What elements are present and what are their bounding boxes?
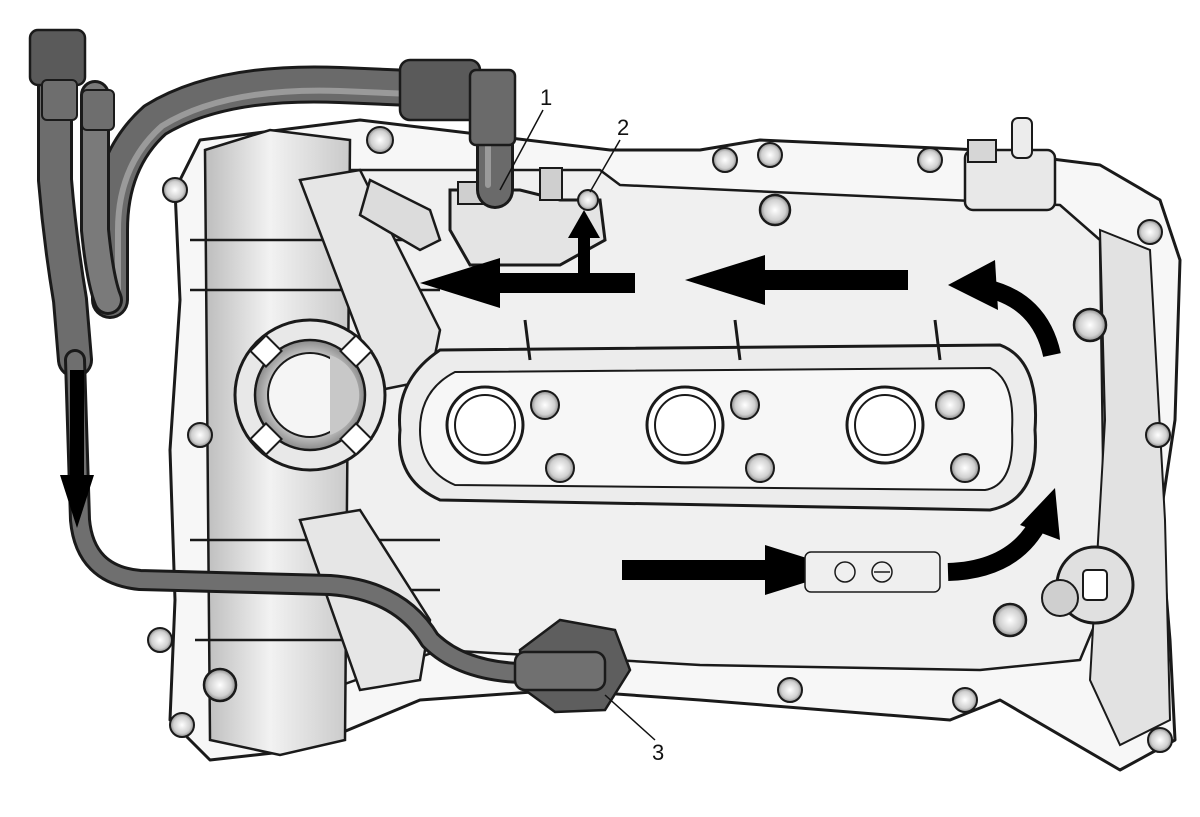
curved-arrows: [947, 260, 1061, 581]
leader-2: [589, 139, 621, 193]
arrow-up-to-valve: [568, 210, 600, 275]
id-plate: [804, 551, 941, 593]
curved-arrow-upper-right-head: [948, 260, 998, 310]
callout-leaders: [499, 109, 656, 741]
upper-ventilation-hose: [91, 58, 517, 319]
camshaft-sensor: [1041, 545, 1135, 625]
callout-label-2: 2: [617, 115, 629, 140]
curved-arrow-lower-right-head: [1020, 488, 1060, 540]
arrow-upper-middle: [685, 255, 908, 305]
arrow-down-left: [60, 370, 94, 528]
left-hose-assembly: [28, 28, 123, 378]
oil-filler-cap: [233, 318, 387, 472]
lower-port-fitting: [513, 618, 632, 714]
perimeter-bolts: [147, 126, 1173, 753]
arrow-upper-left: [420, 258, 635, 308]
spark-plug-wells: [398, 319, 1038, 512]
callout-label-1: 1: [540, 85, 552, 110]
lower-ventilation-hose: [64, 349, 611, 685]
leader-1: [499, 109, 544, 191]
leader-3: [604, 694, 656, 741]
top-right-fitting: [963, 117, 1057, 212]
callout-label-3: 3: [652, 740, 664, 765]
